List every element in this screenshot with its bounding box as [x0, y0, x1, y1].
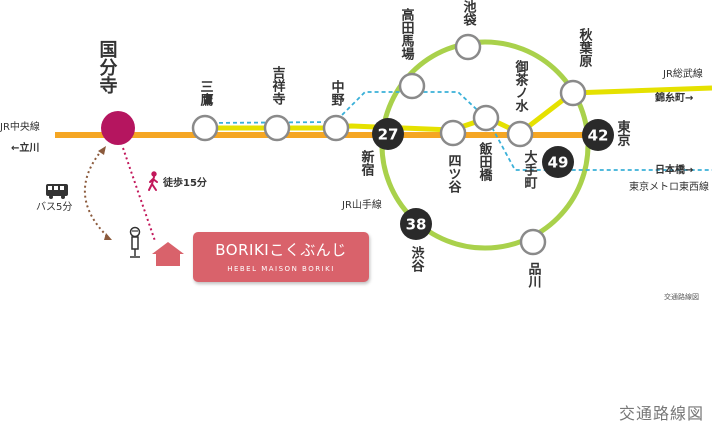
shinjuku-badge: 27 [372, 118, 404, 150]
yotsuya-label: 四ツ谷 [446, 154, 462, 194]
property-banner: BORIKIこくぶんじ HEBEL MAISON BORIKI [193, 232, 369, 282]
kokubunji-station-marker [101, 111, 135, 145]
takadanobaba-station [398, 72, 426, 100]
nakano-station [322, 114, 350, 142]
yotsuya-station [439, 119, 467, 147]
akihabara-label: 秋葉原 [577, 27, 594, 68]
shinjuku-minutes: 27 [378, 126, 399, 144]
shibuya-label: 渋谷 [409, 245, 425, 273]
bus-arrow-top [98, 146, 106, 155]
nihonbashi-direction: 日本橋→ [655, 163, 693, 176]
tokyo-label: 東京 [615, 119, 631, 147]
shinagawa-label: 品川 [526, 262, 543, 288]
otemachi-label: 大手町 [522, 149, 538, 190]
akihabara-station [559, 79, 587, 107]
walk-time-label: 徒歩15分 [162, 176, 207, 189]
chuo-line-label: JR中央線 [0, 120, 40, 133]
small-map-note: 交通路線図 [664, 292, 699, 301]
bus-route [83, 149, 109, 238]
ikebukuro-label: 池袋 [461, 0, 478, 27]
ochanomizu-label: 御茶ノ水 [513, 59, 530, 113]
shinjuku-label: 新宿 [359, 149, 375, 177]
shibuya-badge: 38 [400, 208, 432, 240]
iidabashi-label: 飯田橋 [477, 141, 494, 182]
bus-time-label: バス5分 [36, 201, 72, 213]
mitaka-label: 三鷹 [198, 80, 214, 107]
nakano-label: 中野 [329, 79, 345, 107]
tokyo-badge: 42 [582, 119, 614, 151]
takadanobaba-label: 高田馬場 [399, 7, 415, 61]
house-icon [152, 242, 184, 266]
iidabashi-station [472, 104, 500, 132]
tozai-line-label: 東京メトロ東西線 [629, 180, 709, 193]
walking-person-icon [148, 171, 158, 191]
shinagawa-station [519, 228, 547, 256]
tokyo-minutes: 42 [588, 127, 609, 145]
kokubunji-station-label: 国分寺 [97, 40, 118, 94]
otemachi-minutes: 49 [548, 154, 569, 172]
bus-stop-icon [129, 226, 141, 258]
kichijoji-label: 吉祥寺 [270, 66, 286, 106]
kinshicho-direction: 錦糸町→ [654, 91, 693, 104]
shibuya-minutes: 38 [406, 216, 427, 234]
yamanote-line-label: JR山手線 [341, 198, 382, 211]
tachikawa-direction: ←立川 [11, 141, 39, 154]
kichijoji-station [263, 114, 291, 142]
otemachi-badge: 49 [542, 146, 574, 178]
property-name: BORIKIこくぶんじ [215, 241, 347, 259]
bus-icon [46, 184, 68, 199]
ikebukuro-station [454, 33, 482, 61]
walk-route [122, 147, 156, 242]
property-subtitle: HEBEL MAISON BORIKI [227, 265, 335, 273]
bus-arrow-bottom [104, 233, 112, 240]
ochanomizu-station [506, 120, 534, 148]
mitaka-station [191, 114, 219, 142]
sobu-line-label: JR総武線 [662, 67, 703, 80]
map-caption: 交通路線図 [618, 404, 704, 423]
